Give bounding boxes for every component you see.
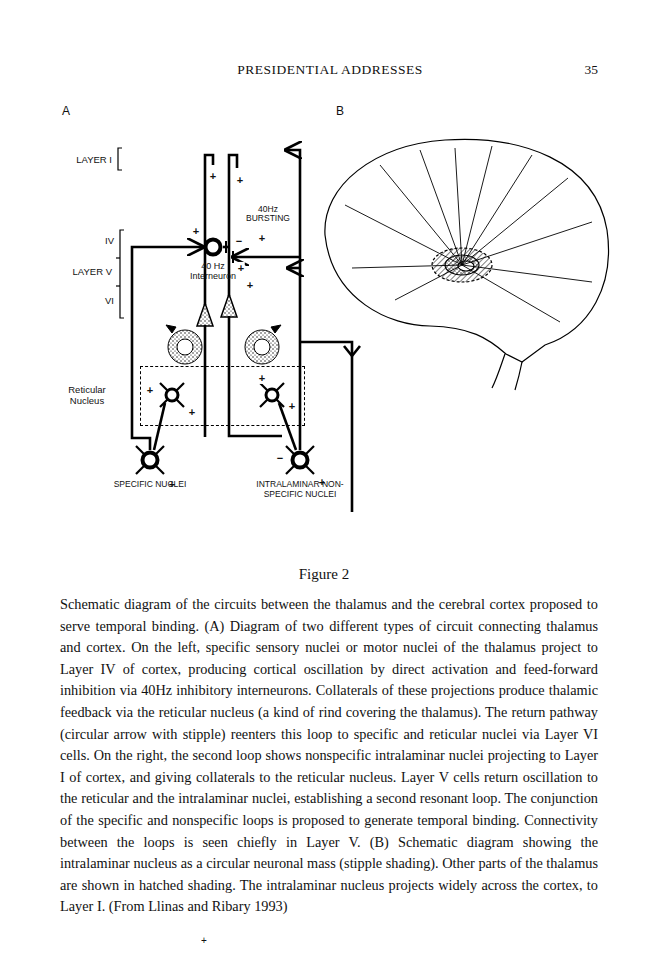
figure-title: Figure 2 <box>0 566 648 583</box>
cell-body <box>203 237 223 257</box>
polarity-sign: + <box>246 279 254 291</box>
projection-line <box>462 146 492 265</box>
polarity-sign: + <box>237 262 245 274</box>
neuron-cell: INTRALAMINAR NON-SPECIFIC NUCLEI <box>290 450 310 470</box>
polarity-sign: + <box>288 400 296 412</box>
layer-brackets <box>116 148 124 318</box>
brain-sagittal <box>325 139 609 390</box>
polarity-sign: + <box>146 384 154 396</box>
polarity-sign: − <box>235 235 243 247</box>
layer-label: VI <box>105 296 114 306</box>
polarity-sign: + <box>201 935 207 946</box>
running-head: PRESIDENTIAL ADDRESSES <box>237 63 423 78</box>
layer-label: IV <box>105 236 114 246</box>
projection-line <box>462 155 532 265</box>
tee-terminals <box>226 241 233 263</box>
projection-line <box>455 148 462 265</box>
cell-body <box>290 450 310 470</box>
polarity-sign: + <box>209 170 217 182</box>
projection-line <box>345 205 462 265</box>
polarity-sign: + <box>258 372 266 384</box>
circular-return-arrows <box>166 325 281 364</box>
figure-caption: Schematic diagram of the circuits betwee… <box>60 594 598 918</box>
cell-label: 40 Hz Interneuron <box>186 261 240 282</box>
cortical-wiring <box>154 150 360 512</box>
cell-label: Reticular Nucleus <box>61 385 113 407</box>
projection-line <box>462 265 592 282</box>
bursting-label: 40Hz BURSTING <box>241 205 295 224</box>
projection-line <box>462 265 560 322</box>
layer-label: LAYER V <box>73 267 112 277</box>
cell-label: SPECIFIC NUCLEI <box>110 480 190 490</box>
cell-body <box>140 450 160 470</box>
polarity-sign: + <box>258 232 266 244</box>
layer-label: LAYER I <box>76 155 112 165</box>
projection-line <box>462 222 592 265</box>
neuron-cell: 40 Hz Interneuron <box>203 237 223 257</box>
polarity-sign: + <box>236 174 244 186</box>
projection-line <box>380 165 462 265</box>
polarity-sign: + <box>188 406 196 418</box>
polarity-sign: − <box>276 452 284 464</box>
pyramidal-cells <box>197 294 237 326</box>
neuron-cell: SPECIFIC NUCLEI <box>140 450 160 470</box>
reticular-cells <box>166 389 278 401</box>
neuron-dendrites <box>136 383 314 474</box>
projection-line <box>462 178 568 265</box>
panel-letter: A <box>62 105 70 118</box>
page-number: 35 <box>585 63 599 78</box>
projection-line <box>352 265 462 268</box>
cell-label: INTRALAMINAR NON-SPECIFIC NUCLEI <box>244 480 356 500</box>
projection-line <box>395 265 462 300</box>
nucleus-band: Reticular Nucleus <box>140 366 305 426</box>
panel-letter: B <box>336 105 344 118</box>
polarity-sign: + <box>192 225 200 237</box>
projection-line <box>420 150 462 265</box>
